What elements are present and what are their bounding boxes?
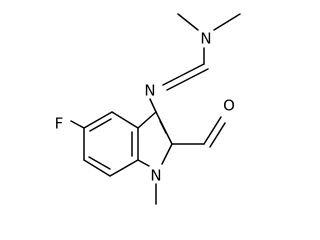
- bond-n-ch-double: [162, 63, 205, 86]
- bond-n-ch-double-2: [166, 68, 209, 91]
- chemical-structure: F N N N O: [55, 13, 241, 205]
- bond-c5-f: [70, 120, 85, 129]
- bond-n-methyl-left: [177, 13, 199, 31]
- bond-c7-c7a: [109, 159, 139, 177]
- bond-c3-n-imine: [149, 98, 157, 113]
- bond-c3a-c3: [137, 111, 157, 129]
- pyrrole-ring: [137, 111, 173, 167]
- fluorine-label: F: [55, 115, 64, 133]
- imine-nitrogen-label: N: [144, 82, 155, 100]
- bond-c2-n1: [161, 143, 173, 165]
- indole-nitrogen-label: N: [150, 167, 161, 185]
- bond-n-methyl-right: [213, 13, 241, 31]
- bond-c6-c7: [83, 159, 111, 177]
- bond-c4-c5-double: [89, 118, 112, 132]
- amine-nitrogen-label: N: [200, 30, 211, 48]
- bond-c4-c5: [83, 111, 113, 129]
- benzene-ring: [83, 111, 139, 177]
- bond-c3a-c4: [111, 111, 139, 129]
- bond-c3-c2-double: [159, 120, 167, 134]
- atom-labels: F N N N O: [55, 30, 235, 185]
- substituents: [70, 13, 241, 205]
- bond-n1-c7a: [137, 159, 150, 167]
- bond-cho-o-double: [209, 122, 226, 148]
- bond-cho-o: [203, 116, 222, 145]
- aldehyde-oxygen-label: O: [223, 97, 235, 115]
- bond-c6-c7-double: [88, 156, 111, 170]
